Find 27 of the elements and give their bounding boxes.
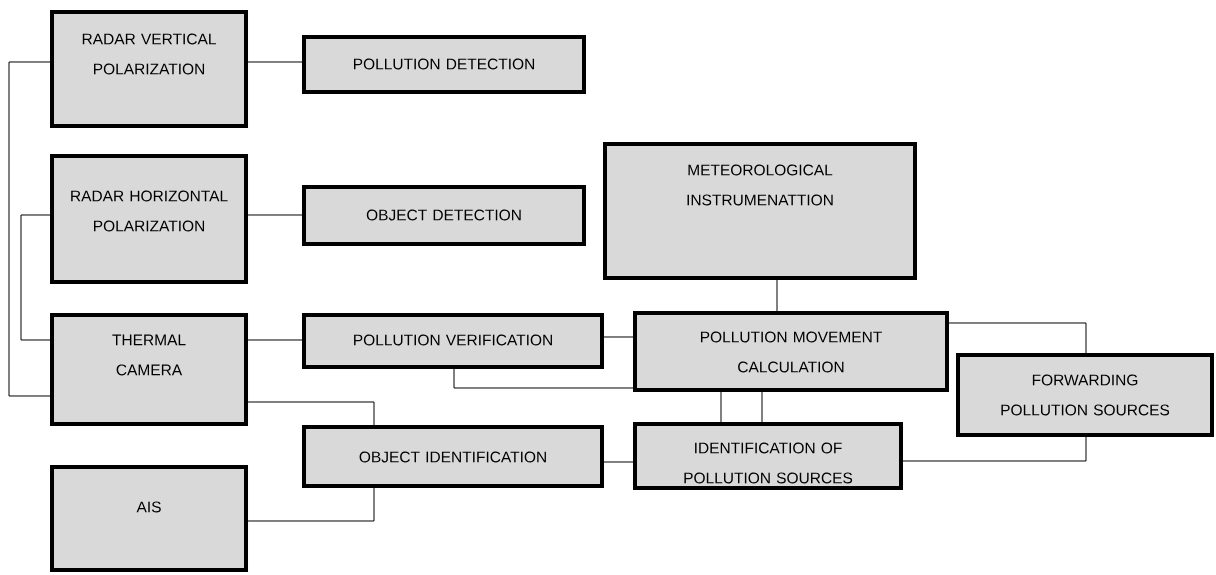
process-box: POLLUTION VERIFICATION <box>302 313 604 369</box>
connector-line <box>8 61 51 397</box>
process-box: POLLUTION MOVEMENT CALCULATION <box>633 311 949 392</box>
connector-line <box>776 279 778 312</box>
connector-line <box>247 339 303 341</box>
connector-line <box>948 322 1087 354</box>
process-box: IDENTIFICATION OF POLLUTION SOURCES <box>633 422 903 490</box>
connector-line <box>603 461 634 463</box>
process-box: AIS <box>50 465 248 572</box>
process-box: OBJECT IDENTIFICATION <box>302 425 604 488</box>
process-box: RADAR HORIZONTAL POLARIZATION <box>50 154 248 284</box>
process-box: METEOROLOGICAL INSTRUMENATTION <box>603 142 917 280</box>
connector-line <box>247 61 303 63</box>
connector-line <box>761 391 763 423</box>
process-box: RADAR VERTICAL POLARIZATION <box>50 10 248 128</box>
connector-line <box>902 436 1087 462</box>
connector-line <box>603 336 634 338</box>
process-box: FORWARDING POLLUTION SOURCES <box>956 353 1214 437</box>
process-box: POLLUTION DETECTION <box>302 35 586 94</box>
process-box: OBJECT DETECTION <box>302 185 586 246</box>
connector-line <box>20 214 51 341</box>
connector-line <box>720 391 722 423</box>
connector-line <box>453 368 634 389</box>
process-box: THERMAL CAMERA <box>50 313 248 426</box>
connector-line <box>247 214 303 216</box>
connector-line <box>247 401 375 426</box>
connector-line <box>247 487 375 522</box>
